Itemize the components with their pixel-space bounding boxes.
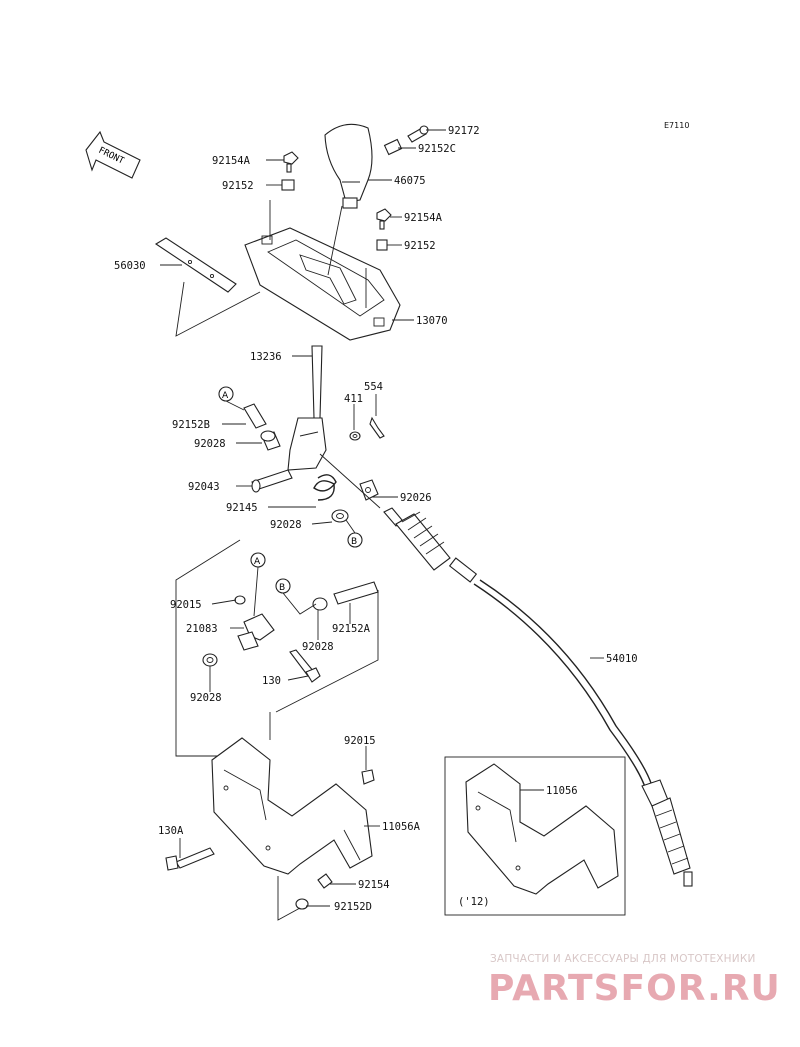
label-92015-a: 92015 bbox=[170, 599, 202, 611]
label-56030: 56030 bbox=[114, 260, 146, 272]
svg-text:A: A bbox=[254, 557, 261, 567]
label-13070: 13070 bbox=[416, 315, 448, 327]
svg-text:B: B bbox=[279, 583, 285, 593]
ref-circle-b-2: B bbox=[275, 578, 291, 594]
ref-circle-a-1: A bbox=[218, 386, 234, 402]
inset-box bbox=[444, 756, 626, 916]
watermark-tagline: ЗАПЧАСТИ И АКСЕССУАРЫ ДЛЯ МОТОТЕХНИКИ bbox=[490, 953, 756, 965]
ref-circle-a-2: A bbox=[250, 552, 266, 568]
bolt-130A bbox=[165, 847, 215, 871]
front-arrow-icon: FRONT bbox=[85, 130, 141, 179]
collar-92152B bbox=[243, 403, 267, 429]
leader-lines bbox=[160, 129, 604, 907]
label-46075: 46075 bbox=[394, 175, 426, 187]
label-92028-b: 92028 bbox=[270, 519, 302, 531]
label-130A: 130A bbox=[158, 825, 184, 837]
label-92152A: 92152A bbox=[332, 623, 371, 635]
pin-92043 bbox=[251, 469, 293, 493]
bolt-92154A-top bbox=[281, 151, 299, 191]
bush-92028-b bbox=[331, 509, 349, 523]
spring-92145 bbox=[313, 474, 337, 501]
label-21083: 21083 bbox=[186, 623, 218, 635]
svg-text:B: B bbox=[351, 537, 357, 547]
collar-92152A bbox=[333, 581, 379, 605]
bracket-11056A bbox=[211, 737, 373, 875]
bush-92028-c bbox=[312, 597, 328, 611]
ref-circle-b-1: B bbox=[347, 532, 363, 548]
label-92172: 92172 bbox=[448, 125, 480, 137]
diagram-code: E7110 bbox=[664, 121, 689, 130]
label-411: 411 bbox=[344, 393, 363, 405]
shift-guide-13070 bbox=[244, 227, 401, 341]
label-92152D: 92152D bbox=[334, 901, 372, 913]
plate-56030 bbox=[154, 237, 237, 293]
nut-92015-b bbox=[361, 769, 375, 785]
label-92028-c: 92028 bbox=[302, 641, 334, 653]
bush-92028-d bbox=[202, 653, 218, 667]
label-92145: 92145 bbox=[226, 502, 258, 514]
label-92152C: 92152C bbox=[418, 143, 456, 155]
bolt-92154 bbox=[317, 873, 333, 889]
screw-92172 bbox=[383, 125, 429, 156]
label-54010: 54010 bbox=[606, 653, 638, 665]
washer-411 bbox=[349, 431, 361, 441]
collar-92152D bbox=[295, 898, 309, 910]
lever-21083 bbox=[234, 595, 275, 651]
label-554: 554 bbox=[364, 381, 383, 393]
label-92154: 92154 bbox=[358, 879, 390, 891]
label-92015-b: 92015 bbox=[344, 735, 376, 747]
watermark-logo: PARTSFOR.RU bbox=[488, 968, 781, 1009]
shift-cable-54010 bbox=[383, 507, 693, 887]
label-92152B: 92152B bbox=[172, 419, 210, 431]
label-92028-d: 92028 bbox=[190, 692, 222, 704]
inset-note: ('12) bbox=[458, 896, 490, 908]
bolt-92154A-mid bbox=[376, 208, 392, 251]
bush-92028-a bbox=[260, 430, 281, 451]
nut-92026 bbox=[359, 479, 379, 501]
label-11056A: 11056A bbox=[382, 821, 421, 833]
label-130: 130 bbox=[262, 675, 281, 687]
label-92154A-top: 92154A bbox=[212, 155, 251, 167]
label-92152-top: 92152 bbox=[222, 180, 254, 192]
label-11056: 11056 bbox=[546, 785, 578, 797]
cotter-pin-554 bbox=[369, 416, 385, 439]
label-92043: 92043 bbox=[188, 481, 220, 493]
label-92152-mid: 92152 bbox=[404, 240, 436, 252]
bolt-130 bbox=[289, 649, 321, 683]
shift-lever-13236 bbox=[287, 345, 327, 471]
label-92154A-mid: 92154A bbox=[404, 212, 443, 224]
label-13236: 13236 bbox=[250, 351, 282, 363]
label-92028-a: 92028 bbox=[194, 438, 226, 450]
svg-text:A: A bbox=[222, 391, 229, 401]
shift-knob bbox=[324, 123, 373, 209]
label-92026: 92026 bbox=[400, 492, 432, 504]
